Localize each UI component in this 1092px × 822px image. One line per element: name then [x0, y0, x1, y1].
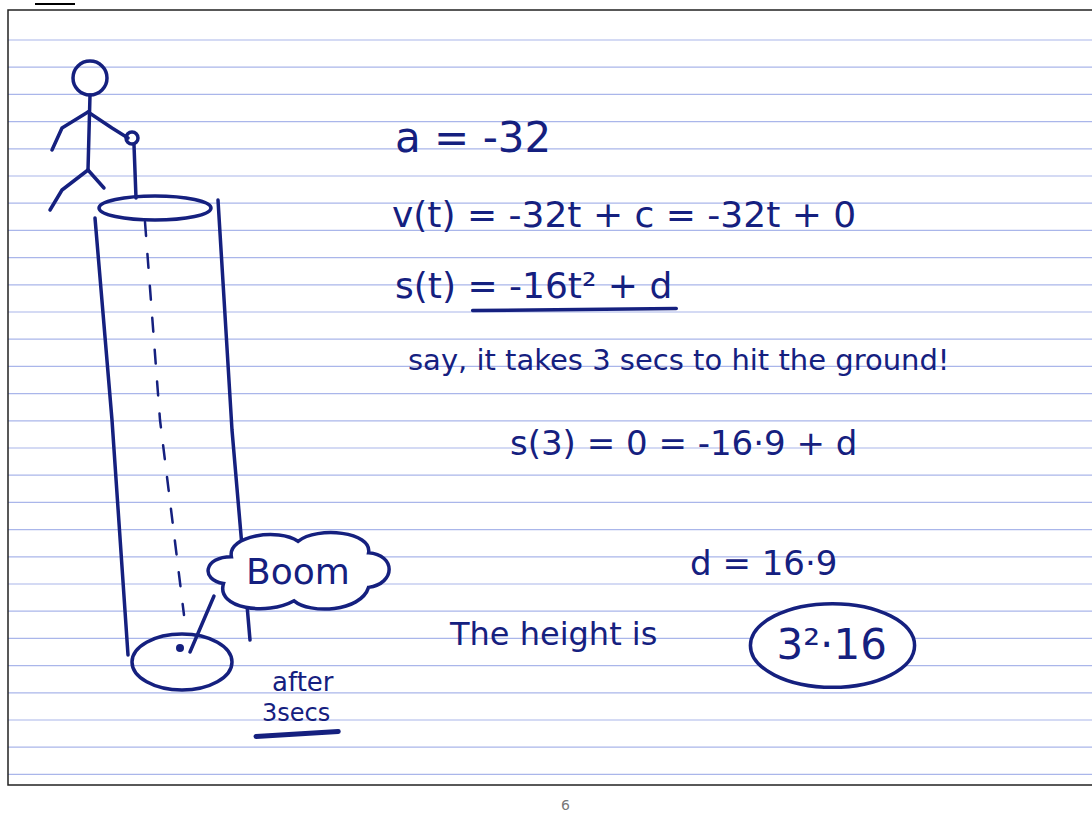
ruled-line [8, 529, 1092, 530]
ruled-line [8, 747, 1092, 748]
ruled-line [8, 475, 1092, 476]
page-number: 6 [561, 798, 570, 813]
person-arm [52, 112, 88, 150]
equation: s(t) = -16t² + d [395, 266, 672, 306]
equation: d = 16·9 [690, 545, 837, 582]
annotation: 3secs [262, 700, 330, 726]
person-leg [50, 170, 88, 210]
ruled-line [8, 719, 1092, 720]
person-leg [88, 170, 104, 188]
drop-string [134, 145, 136, 198]
person-arm [88, 112, 128, 138]
callout-leader [190, 596, 214, 652]
ruled-line [8, 556, 1092, 557]
ruled-line [8, 692, 1092, 693]
ruled-line [8, 94, 1092, 95]
answer-circle: 3²·16 [747, 600, 918, 691]
annotation: after [272, 668, 334, 697]
ruled-line [8, 502, 1092, 503]
fall-path [145, 222, 184, 615]
ruled-line [8, 583, 1092, 584]
note-text: say, it takes 3 secs to hit the ground! [408, 345, 949, 377]
ball [176, 644, 184, 652]
equation: s(3) = 0 = -16·9 + d [510, 425, 857, 462]
page-frame [8, 10, 1092, 785]
underline [256, 731, 338, 736]
ruled-line [8, 774, 1092, 775]
ruled-line [8, 257, 1092, 258]
person-body [88, 95, 90, 170]
held-ball [126, 132, 138, 144]
well-top [99, 196, 211, 220]
ruled-line [8, 175, 1092, 176]
ruled-line [8, 67, 1092, 68]
node-text: 3²·16 [777, 622, 948, 668]
ruled-line [8, 39, 1092, 40]
underline [473, 309, 677, 311]
ruled-line [8, 665, 1092, 666]
ruled-line [8, 420, 1092, 421]
ruled-line [8, 393, 1092, 394]
ground-splash [132, 634, 232, 690]
boom-cloud: Boom [200, 524, 396, 620]
corner-mark [35, 3, 75, 5]
ruled-lines [8, 40, 1092, 774]
ruled-line [8, 611, 1092, 612]
person-head [73, 61, 107, 95]
equation: v(t) = -32t + c = -32t + 0 [392, 195, 856, 235]
ruled-line [8, 339, 1092, 340]
note-text: The height is [450, 617, 657, 652]
node-text: Boom [246, 552, 442, 592]
well-wall [95, 218, 128, 655]
equation: a = -32 [395, 115, 551, 161]
